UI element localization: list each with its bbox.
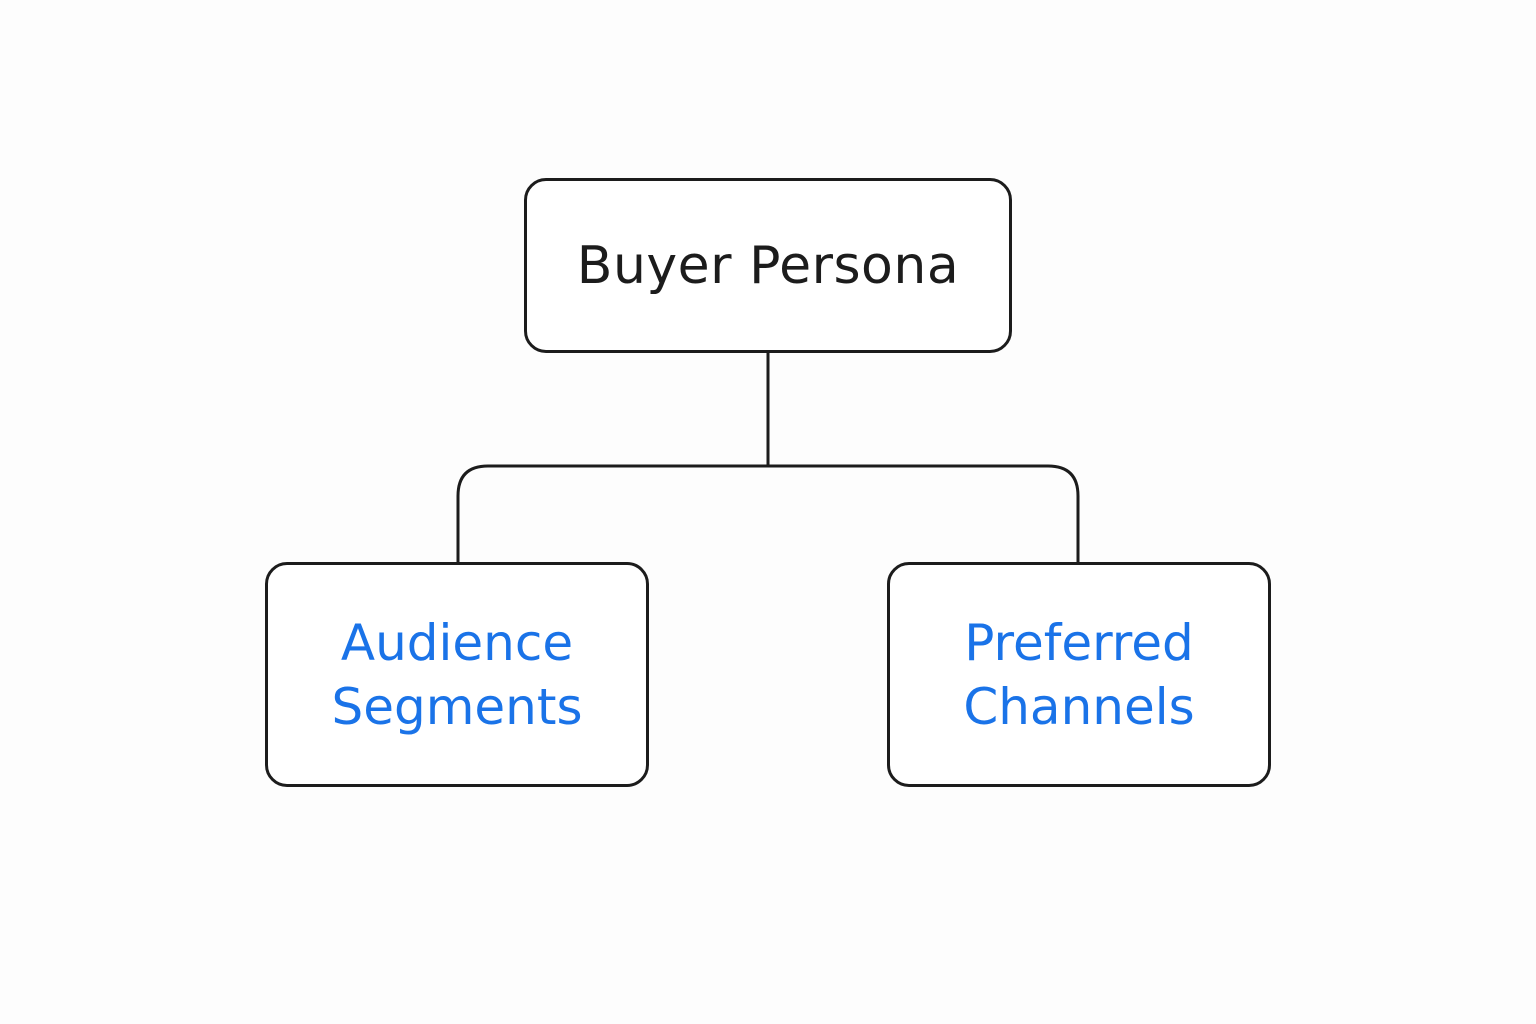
child-label-line-1: Preferred: [964, 613, 1194, 672]
child-node-label: Preferred Channels: [963, 611, 1194, 739]
child-node-audience-segments: Audience Segments: [265, 562, 649, 787]
child-node-label: Audience Segments: [331, 611, 582, 739]
root-node-label: Buyer Persona: [576, 235, 960, 296]
root-node-buyer-persona: Buyer Persona: [524, 178, 1012, 353]
child-label-line-2: Segments: [331, 677, 583, 736]
child-label-line-1: Audience: [340, 613, 574, 672]
child-label-line-2: Channels: [963, 677, 1195, 736]
branch-connector-line: [456, 464, 1080, 562]
child-node-preferred-channels: Preferred Channels: [887, 562, 1271, 787]
